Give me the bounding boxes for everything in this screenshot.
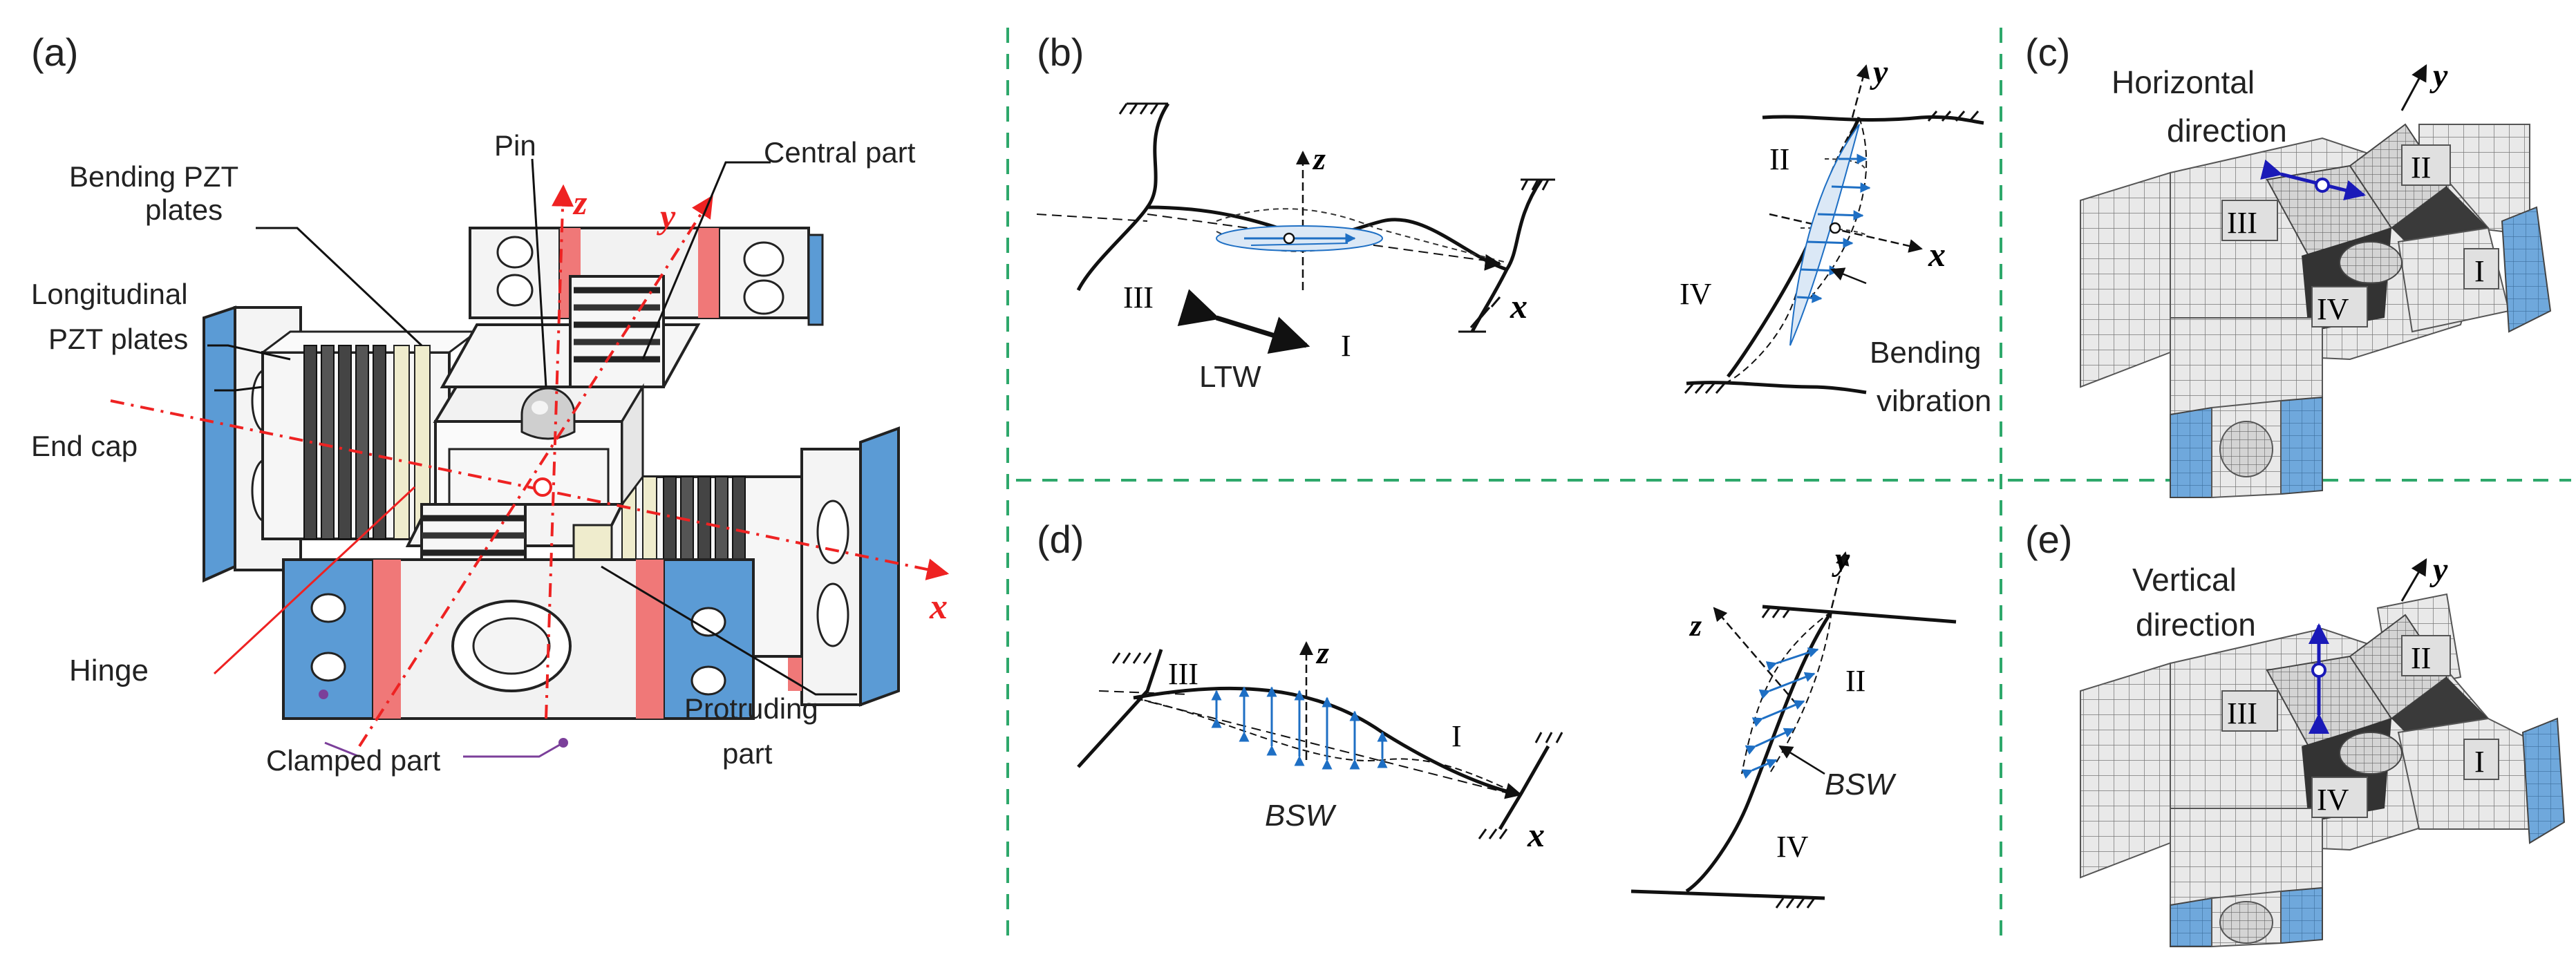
b-right-II: II xyxy=(1769,142,1789,176)
b-left-z-label: z xyxy=(1312,141,1326,176)
panel-b-left-sketch xyxy=(1036,102,1555,354)
y-axis-line xyxy=(358,195,713,748)
panel-d-left-sketch xyxy=(1077,641,1563,839)
c-region-II: II xyxy=(2411,151,2431,184)
e-region-II: II xyxy=(2411,641,2431,675)
front-clamp xyxy=(282,558,755,720)
c-y-axis-arrow xyxy=(2400,64,2427,111)
back-arm xyxy=(440,275,701,388)
d-left-III: III xyxy=(1168,657,1198,691)
b-left-LTW: LTW xyxy=(1199,360,1261,394)
panel-d: (d) z x III I B xyxy=(1037,518,1957,909)
panel-a-axes xyxy=(110,184,950,748)
pin xyxy=(520,387,576,440)
label-central-part: Central part xyxy=(764,136,916,169)
panel-a-leaders xyxy=(207,158,857,758)
panel-c-region-tags xyxy=(2221,144,2499,327)
c-direction-1: Horizontal xyxy=(2112,64,2255,100)
label-end-cap: End cap xyxy=(31,430,138,462)
e-direction-1: Vertical xyxy=(2132,562,2237,598)
label-clamped-part: Clamped part xyxy=(266,744,440,777)
label-longitudinal-1: Longitudinal xyxy=(31,278,188,310)
d-left-I: I xyxy=(1451,719,1462,753)
panel-b: (b) z x III I LTW xyxy=(1036,30,1991,418)
label-protruding-1: Protruding xyxy=(684,692,818,725)
panel-b-tag: (b) xyxy=(1037,30,1084,74)
b-right-y-label: y xyxy=(1870,54,1888,91)
b-right-bending-1: Bending xyxy=(1870,336,1981,370)
panel-a: (a) xyxy=(31,30,950,777)
c-region-III: III xyxy=(2227,206,2257,240)
panel-c: (c) II III I IV y xyxy=(2025,30,2552,499)
label-hinge: Hinge xyxy=(69,654,149,687)
axis-z-label: z xyxy=(572,183,587,222)
e-y-axis-arrow xyxy=(2400,558,2427,602)
label-pin: Pin xyxy=(494,129,536,162)
x-axis-line xyxy=(110,399,950,580)
label-bending-pzt-2: plates xyxy=(145,193,223,226)
d-right-blue-arrows xyxy=(1741,647,1819,779)
panel-separators xyxy=(1006,28,2571,947)
panel-e: (e) II III I IV y xyxy=(2025,518,2566,948)
z-axis-line xyxy=(545,184,574,719)
d-left-BSW: BSW xyxy=(1265,799,1337,833)
d-right-II: II xyxy=(1845,664,1865,698)
b-right-IV: IV xyxy=(1680,277,1712,311)
panel-a-tag: (a) xyxy=(31,30,78,74)
b-left-I: I xyxy=(1341,329,1351,363)
d-right-z-label: z xyxy=(1689,609,1702,643)
panel-d-right-sketch xyxy=(1630,551,1957,909)
c-region-I: I xyxy=(2474,254,2485,288)
panel-c-mesh-model xyxy=(2080,123,2552,499)
e-y-label: y xyxy=(2429,551,2448,588)
back-clamp xyxy=(469,227,824,326)
b-right-x-label: x xyxy=(1928,235,1946,274)
d-right-IV: IV xyxy=(1776,830,1809,864)
d-left-x-label: x xyxy=(1527,815,1545,854)
hinge-center-marker xyxy=(533,477,552,497)
panel-e-region-tags xyxy=(2221,635,2499,818)
b-left-III: III xyxy=(1123,281,1154,314)
b-left-x-label: x xyxy=(1510,287,1527,325)
right-end-cap xyxy=(788,426,900,707)
e-region-I: I xyxy=(2474,745,2485,779)
e-direction-2: direction xyxy=(2136,607,2256,643)
d-right-BSW: BSW xyxy=(1825,768,1897,801)
label-protruding-2: part xyxy=(722,737,773,770)
axis-y-label: y xyxy=(657,197,676,236)
b-right-bending-2: vibration xyxy=(1877,384,1991,418)
panel-d-tag: (d) xyxy=(1037,518,1084,561)
panel-e-tag: (e) xyxy=(2025,518,2072,561)
panel-b-right-sketch xyxy=(1684,64,1984,395)
e-region-IV: IV xyxy=(2317,783,2349,817)
e-center-marker xyxy=(2311,663,2326,678)
d-right-y-label: y xyxy=(1832,541,1850,578)
c-y-label: y xyxy=(2429,57,2448,94)
panel-c-tag: (c) xyxy=(2025,30,2070,74)
d-left-blue-arrows xyxy=(1211,686,1388,770)
d-left-z-label: z xyxy=(1315,635,1329,670)
c-region-IV: IV xyxy=(2317,292,2349,326)
label-bending-pzt-1: Bending PZT xyxy=(69,160,238,193)
c-center-marker xyxy=(2315,178,2330,193)
c-direction-2: direction xyxy=(2167,113,2287,149)
label-longitudinal-2: PZT plates xyxy=(48,323,188,355)
e-region-III: III xyxy=(2227,696,2257,730)
axis-x-label: x xyxy=(929,587,948,627)
left-arm xyxy=(259,330,480,540)
